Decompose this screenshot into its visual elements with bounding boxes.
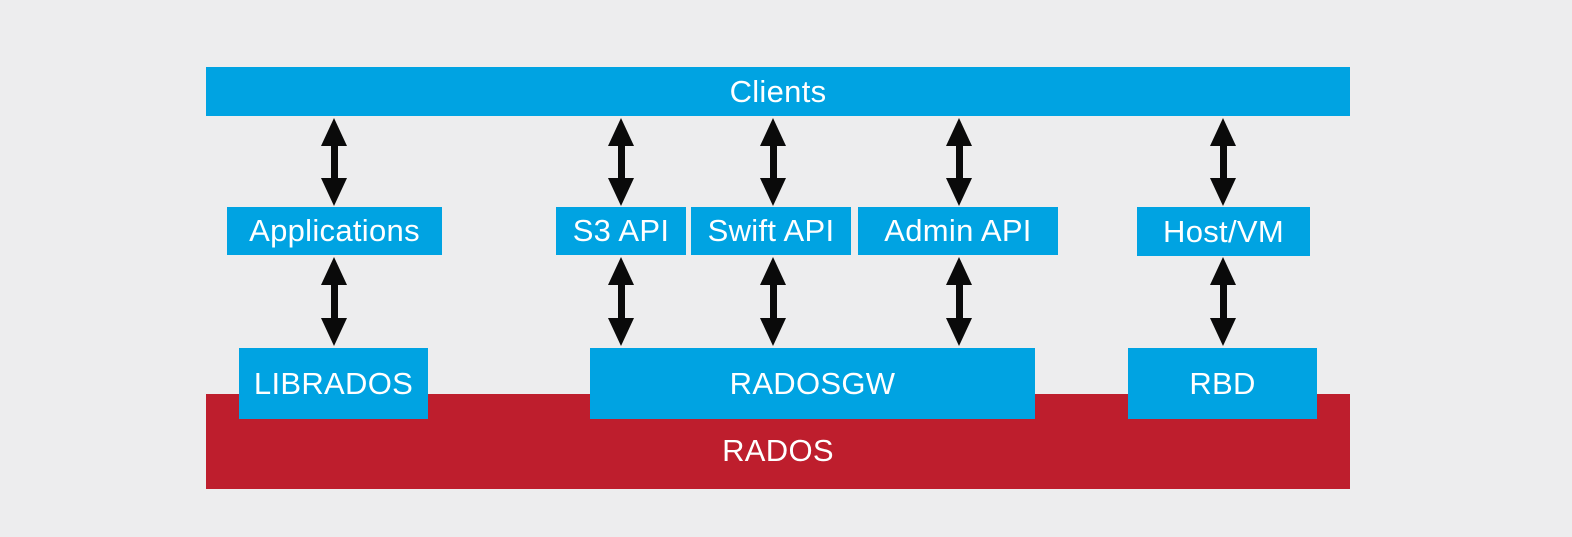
arrowhead-down-icon [608, 318, 634, 346]
arrowhead-up-icon [760, 257, 786, 285]
arrow-shaft [769, 146, 777, 178]
node-clients: Clients [206, 67, 1350, 116]
double-arrow-clients-swift-api [760, 118, 786, 206]
arrow-shaft [955, 146, 963, 178]
arrow-shaft [617, 285, 625, 318]
node-s3-api: S3 API [556, 207, 686, 255]
arrowhead-down-icon [321, 318, 347, 346]
double-arrow-swift-api-radosgw [760, 257, 786, 346]
arrowhead-up-icon [608, 257, 634, 285]
arrowhead-down-icon [1210, 178, 1236, 206]
arrowhead-up-icon [608, 118, 634, 146]
double-arrow-clients-admin-api [946, 118, 972, 206]
arrowhead-up-icon [946, 257, 972, 285]
node-librados: LIBRADOS [239, 348, 428, 419]
node-radosgw: RADOSGW [590, 348, 1035, 419]
double-arrow-applications-librados [321, 257, 347, 346]
arrowhead-down-icon [946, 178, 972, 206]
double-arrow-clients-applications [321, 118, 347, 206]
arrowhead-down-icon [760, 178, 786, 206]
node-host-vm: Host/VM [1137, 207, 1310, 256]
double-arrow-host-vm-rbd [1210, 257, 1236, 346]
rados-label: RADOS [722, 433, 834, 468]
arrowhead-up-icon [321, 257, 347, 285]
arrowhead-up-icon [1210, 118, 1236, 146]
arrowhead-up-icon [1210, 257, 1236, 285]
arrowhead-down-icon [946, 318, 972, 346]
double-arrow-admin-api-radosgw [946, 257, 972, 346]
arrow-shaft [617, 146, 625, 178]
arrow-shaft [1219, 146, 1227, 178]
arrowhead-down-icon [1210, 318, 1236, 346]
double-arrow-clients-s3-api [608, 118, 634, 206]
node-rbd: RBD [1128, 348, 1317, 419]
arrowhead-up-icon [946, 118, 972, 146]
arrow-shaft [769, 285, 777, 318]
arrowhead-down-icon [760, 318, 786, 346]
arrow-shaft [1219, 285, 1227, 318]
node-swift-api: Swift API [691, 207, 851, 255]
double-arrow-clients-host-vm [1210, 118, 1236, 206]
node-admin-api: Admin API [858, 207, 1058, 255]
arrowhead-up-icon [321, 118, 347, 146]
node-applications: Applications [227, 207, 442, 255]
arrow-shaft [330, 285, 338, 318]
double-arrow-s3-api-radosgw [608, 257, 634, 346]
arrowhead-up-icon [760, 118, 786, 146]
arrowhead-down-icon [608, 178, 634, 206]
arrow-shaft [955, 285, 963, 318]
arrow-shaft [330, 146, 338, 178]
arrowhead-down-icon [321, 178, 347, 206]
